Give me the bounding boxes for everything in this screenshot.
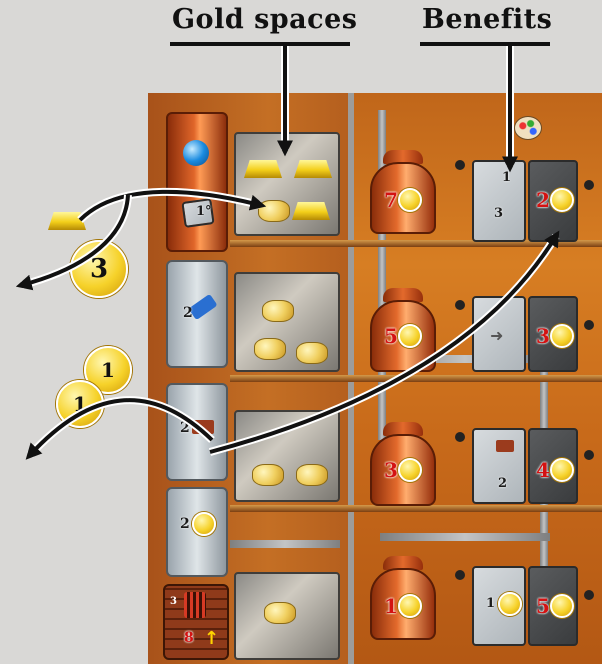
slot-to-benefit-arrow <box>210 236 556 452</box>
gold-to-machine-arrow <box>80 192 260 220</box>
coins-one-arrow <box>30 400 212 455</box>
coin-out-arrow <box>22 195 128 285</box>
